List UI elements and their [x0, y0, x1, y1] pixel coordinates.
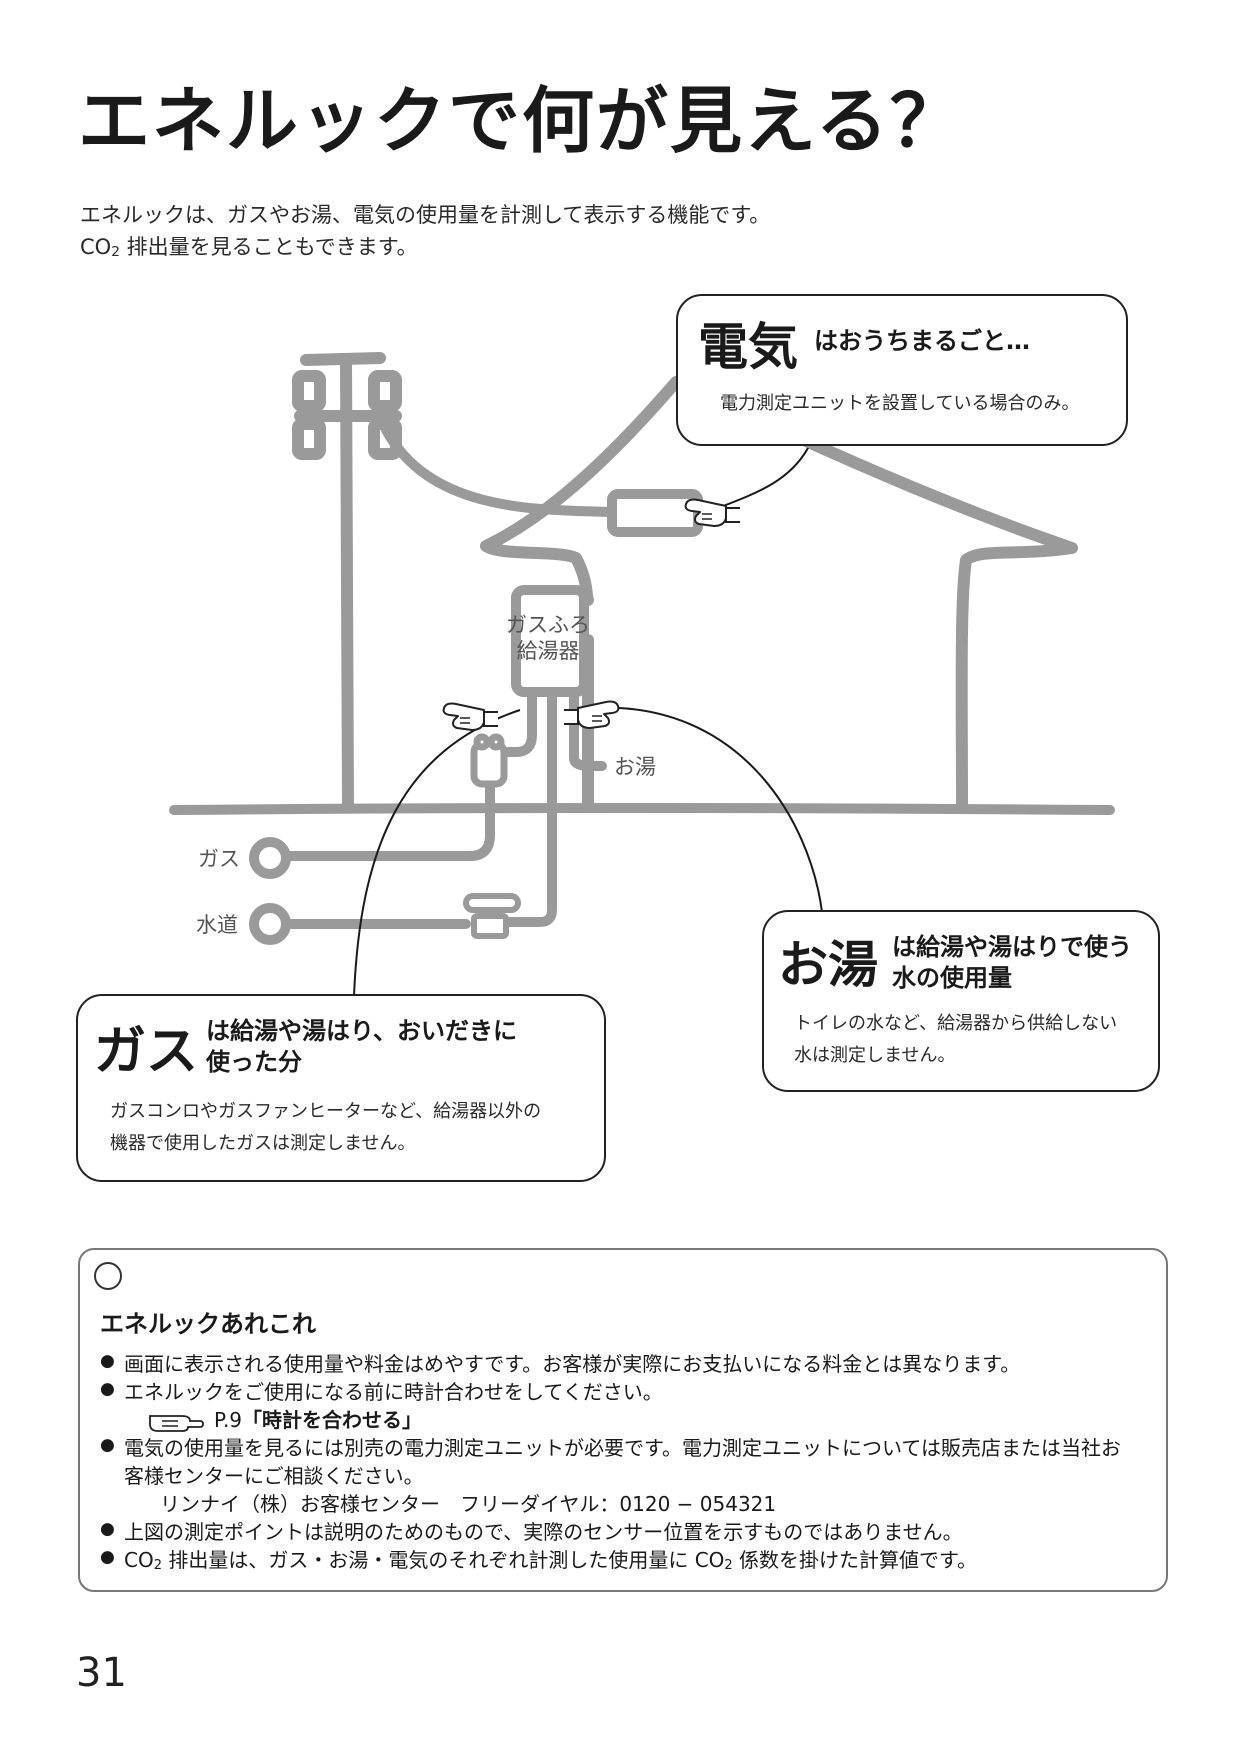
power-measure-unit — [607, 489, 703, 537]
piping — [273, 687, 607, 927]
pointing-hand-icon — [149, 1414, 204, 1432]
reference-title: 「時計を合わせる」 — [242, 1408, 423, 1432]
hot-water-pipe-label: お湯 — [614, 755, 656, 779]
customer-center-contact: リンナイ（株）お客様センター フリーダイヤル：0120 − 054321 — [160, 1492, 777, 1516]
tips-box: エネルックあれこれ 画面に表示される使用量や料金はめやすです。お客様が実際にお支… — [78, 1248, 1168, 1592]
page-title: エネルックで何が見える？ — [78, 79, 964, 163]
gas-note: ガスコンロやガスファンヒーターなど、給湯器以外の 機器で使用したガスは測定しませ… — [110, 1101, 542, 1154]
utility-pole — [292, 352, 402, 811]
ground-line — [169, 803, 1115, 815]
electricity-callout: 電気 はおうちまるごと… 電力測定ユニットを設置している場合のみ。 — [676, 294, 1128, 446]
gas-callout: ガス は給湯や湯はり、おいだきに 使った分 ガスコンロやガスファンヒーターなど、… — [76, 994, 606, 1182]
hot-water-lead: は給湯や湯はりで使う 水の使用量 — [892, 933, 1132, 993]
intro-line-1: エネルックは、ガスやお湯、電気の使用量を計測して表示する機能です。 — [80, 203, 771, 227]
water-inlet-label: 水道 — [196, 913, 238, 937]
gas-meter — [470, 733, 508, 788]
power-line — [381, 425, 617, 517]
gas-inlet-marker — [249, 837, 291, 879]
water-valve — [463, 893, 521, 939]
electricity-lead: はおうちまるごと… — [814, 327, 1030, 355]
page-reference: P.9「時計を合わせる」 — [100, 1406, 1150, 1434]
electricity-note: 電力測定ユニットを設置している場合のみ。 — [720, 393, 1080, 414]
tips-heading: エネルックあれこれ — [100, 1310, 316, 1338]
pointing-hand-icon — [442, 702, 499, 731]
tips-item: CO2 排出量は、ガス・お湯・電気のそれぞれ計測した使用量に CO2 係数を掛け… — [100, 1546, 1150, 1575]
hot-water-title: お湯 — [778, 936, 878, 994]
gas-inlet-label: ガス — [198, 847, 240, 871]
tips-circle-icon — [94, 1262, 122, 1290]
tips-item: 上図の測定ポイントは説明のためのもので、実際のセンサー位置を示すものではありませ… — [100, 1518, 1150, 1546]
intro-line-2: CO2 排出量を見ることもできます。 — [80, 235, 418, 261]
page-number: 31 — [76, 1650, 127, 1696]
reference-page: P.9 — [214, 1408, 243, 1432]
gas-title: ガス — [94, 1022, 199, 1082]
hot-water-callout: お湯 は給湯や湯はりで使う 水の使用量 トイレの水など、給湯器から供給しない 水… — [762, 910, 1160, 1092]
water-heater-label: ガスふろ 給湯器 — [506, 613, 590, 664]
electricity-title: 電気 — [698, 318, 798, 376]
gas-lead: は給湯や湯はり、おいだきに 使った分 — [206, 1017, 518, 1077]
tips-item: 電気の使用量を見るには別売の電力測定ユニットが必要です。電力測定ユニットについて… — [100, 1434, 1150, 1490]
tips-list: 画面に表示される使用量や料金はめやすです。お客様が実際にお支払いになる料金とは異… — [100, 1350, 1150, 1575]
hot-water-note: トイレの水など、給湯器から供給しない 水は測定しません。 — [794, 1013, 1118, 1066]
tips-item: 画面に表示される使用量や料金はめやすです。お客様が実際にお支払いになる料金とは異… — [100, 1350, 1150, 1378]
tips-item: エネルックをご使用になる前に時計合わせをしてください。 — [100, 1378, 1150, 1406]
